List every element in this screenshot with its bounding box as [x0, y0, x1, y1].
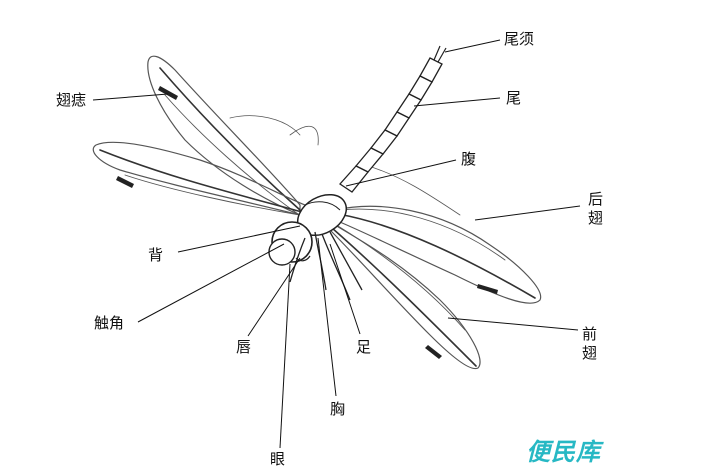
- label-tail: 尾: [506, 89, 522, 107]
- label-hind-wing: 后 翅: [588, 190, 606, 228]
- label-eye: 眼: [270, 450, 286, 468]
- leader-cerci: [444, 39, 501, 53]
- left-fore-wing: [92, 141, 306, 216]
- leader-lip: [247, 257, 301, 337]
- label-fore-wing-char: 翅: [582, 344, 598, 362]
- left-fore-wing-vein: [124, 174, 301, 216]
- label-antenna: 触角: [94, 314, 125, 332]
- cercus: [433, 45, 441, 61]
- wing-sketch-stroke: [289, 125, 319, 146]
- right-hind-wing-vein: [339, 208, 506, 261]
- left-hind-wing-vein: [159, 67, 301, 211]
- thorax-contour: [304, 201, 341, 211]
- cercus: [437, 47, 447, 63]
- pterostigma-mark: [116, 176, 134, 188]
- leader-foot: [329, 243, 361, 335]
- leg: [289, 237, 306, 283]
- leader-chest: [317, 237, 337, 397]
- label-cerci: 尾须: [504, 30, 535, 48]
- label-hind-wing-char: 翅: [588, 209, 604, 227]
- wing-sketch-stroke: [229, 115, 301, 136]
- label-abdomen: 腹: [461, 150, 477, 168]
- label-hind-wing-char: 后: [588, 190, 604, 208]
- leader-abdomen: [345, 159, 457, 187]
- left-hind-wing: [147, 55, 301, 216]
- compound-eye: [268, 238, 296, 266]
- right-fore-wing: [329, 224, 481, 370]
- leader-antenna: [137, 243, 285, 323]
- leader-tail: [413, 97, 501, 107]
- leg: [321, 233, 351, 301]
- leader-fore-wing: [447, 317, 579, 331]
- leader-back: [177, 225, 301, 253]
- leader-eye: [279, 263, 291, 449]
- right-hind-wing: [334, 205, 542, 304]
- leader-hind-wing: [474, 205, 581, 221]
- pterostigma-mark: [158, 86, 178, 100]
- label-wing-spot: 翅痣: [56, 91, 87, 109]
- pterostigma-mark: [425, 345, 442, 359]
- right-fore-wing-vein: [337, 225, 466, 331]
- right-hind-wing-vein: [337, 213, 536, 299]
- left-fore-wing-vein: [99, 149, 303, 213]
- label-fore-wing-char: 前: [582, 325, 598, 343]
- wing-sketch-stroke: [364, 164, 461, 216]
- pterostigma-mark: [477, 284, 498, 294]
- label-fore-wing: 前 翅: [582, 325, 600, 363]
- label-back: 背: [148, 246, 164, 264]
- left-hind-wing-vein: [164, 94, 299, 215]
- abdomen-segment: [339, 165, 370, 193]
- label-lip: 唇: [236, 338, 252, 356]
- label-foot: 足: [356, 338, 372, 356]
- right-fore-wing-vein: [331, 227, 477, 367]
- leader-wing-spot: [92, 93, 169, 101]
- label-chest: 胸: [330, 400, 346, 418]
- watermark-logo: 便民库: [526, 438, 601, 466]
- leg: [329, 231, 363, 291]
